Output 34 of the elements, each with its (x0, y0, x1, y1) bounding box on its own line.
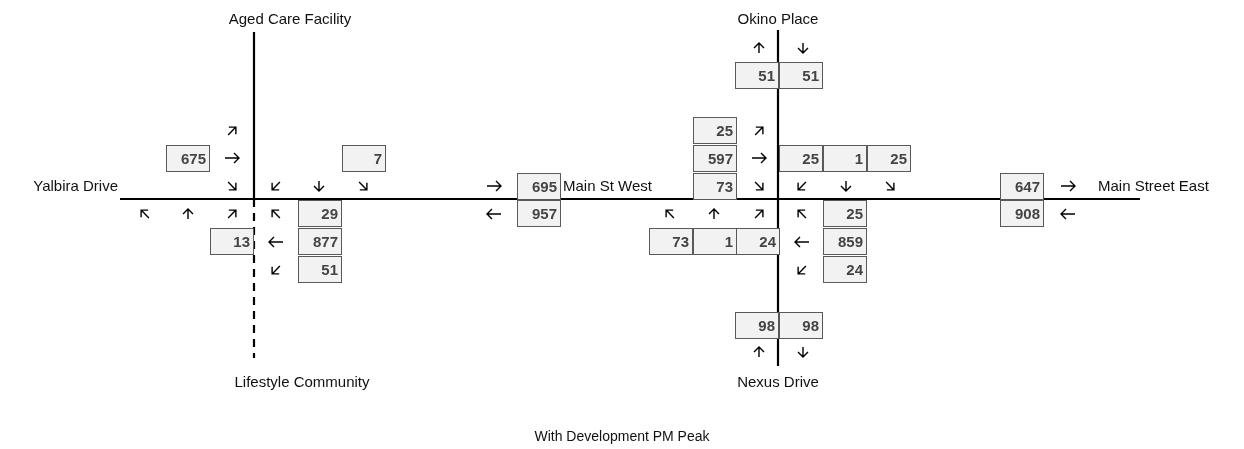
volume-box: 51 (298, 256, 342, 283)
volume-box: 675 (166, 145, 210, 172)
caption: With Development PM Peak (534, 428, 710, 444)
volume-box: 51 (779, 62, 823, 89)
volume-box: 7 (342, 145, 386, 172)
volume-box: 25 (779, 145, 823, 172)
road-name: Lifestyle Community (234, 373, 370, 390)
volume-box: 957 (517, 200, 561, 227)
volume-box: 98 (735, 312, 779, 339)
road-name: Main Street East (1098, 177, 1209, 194)
volume-box: 73 (649, 228, 693, 255)
road-name: Okino Place (737, 10, 819, 27)
volume-box: 29 (298, 200, 342, 227)
volume-box: 695 (517, 173, 561, 200)
volume-box: 908 (1000, 200, 1044, 227)
volume-box: 51 (735, 62, 779, 89)
volume-box: 25 (823, 200, 867, 227)
volume-box: 98 (779, 312, 823, 339)
volume-box: 597 (693, 145, 737, 172)
volume-box: 859 (823, 228, 867, 255)
volume-box: 877 (298, 228, 342, 255)
volume-box: 1 (693, 228, 737, 255)
road-name: Main St West (563, 177, 652, 194)
road-name: Nexus Drive (737, 373, 819, 390)
volume-box: 647 (1000, 173, 1044, 200)
road-name: Aged Care Facility (228, 10, 352, 27)
volume-box: 25 (867, 145, 911, 172)
volume-box: 24 (736, 228, 780, 255)
volume-box: 73 (693, 173, 737, 200)
road-name: Yalbira Drive (33, 177, 118, 194)
volume-box: 13 (210, 228, 254, 255)
volume-box: 25 (693, 117, 737, 144)
volume-box: 1 (823, 145, 867, 172)
volume-box: 24 (823, 256, 867, 283)
